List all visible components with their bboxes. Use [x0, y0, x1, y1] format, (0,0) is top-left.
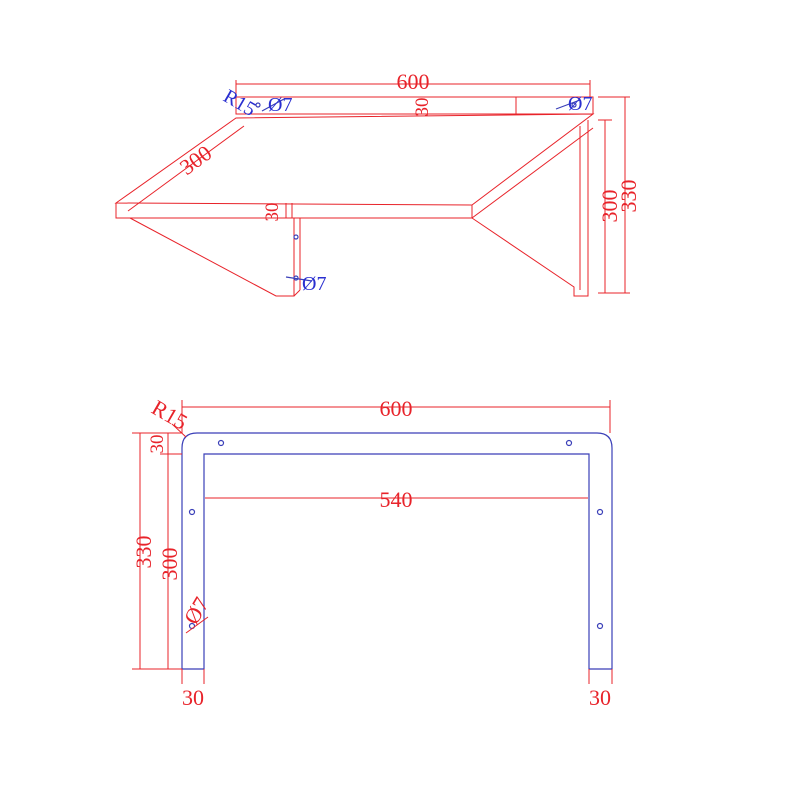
front-bracket-outline — [181, 432, 613, 670]
iso-dim-height-inner: 300 — [597, 190, 622, 223]
left-bracket-foot — [293, 289, 301, 297]
iso-dim-flange: 30 — [412, 98, 433, 117]
iso-radius-label: R15 — [220, 85, 260, 121]
front-dim-height-outer: 330 — [131, 536, 156, 569]
front-dim-leg-left: 30 — [182, 685, 204, 710]
front-dim-top-bar: 30 — [147, 435, 168, 454]
left-bracket — [129, 217, 295, 297]
front-radius-label: R15 — [148, 395, 192, 435]
isometric-view: 600 30 30 300 R15 Ø7 Ø7 Ø7 300 330 — [114, 69, 641, 297]
back-flange — [235, 96, 594, 115]
front-hole-right-upper — [596, 508, 604, 516]
dim-line-depth — [127, 125, 245, 212]
front-hole-top-right — [565, 439, 573, 447]
front-view: 600 540 R15 30 330 300 Ø7 30 30 — [131, 395, 613, 710]
front-hole-right-lower — [596, 622, 604, 630]
front-dim-height-inner: 300 — [157, 548, 182, 581]
iso-dim-depth: 300 — [175, 140, 216, 180]
leader-right — [555, 99, 581, 110]
front-dim-inner-span: 540 — [380, 487, 413, 512]
hole-back-left — [255, 102, 261, 108]
leader-left — [261, 98, 285, 112]
front-hole-label: Ø7 — [179, 593, 214, 629]
front-dim-length: 600 — [380, 396, 413, 421]
hole-leg-top — [293, 234, 299, 240]
front-hole-leader — [185, 616, 209, 634]
iso-hole-label-left: Ø7 — [268, 94, 292, 116]
front-radius-leader — [171, 423, 187, 438]
shelf-right-edge — [471, 127, 594, 219]
front-hole-left-upper — [188, 508, 196, 516]
iso-dim-flange-front: 30 — [262, 203, 283, 222]
shelf-front-edge — [115, 203, 473, 219]
hole-back-right — [571, 102, 577, 108]
iso-hole-label-right: Ø7 — [568, 93, 592, 115]
iso-dim-length: 600 — [397, 69, 430, 94]
front-dim-leg-right: 30 — [589, 685, 611, 710]
iso-hole-label-leg: Ø7 — [302, 273, 326, 295]
front-hole-top-left — [217, 439, 225, 447]
iso-dim-height-outer: 330 — [616, 180, 641, 213]
right-bracket — [471, 120, 589, 297]
leader-leg — [285, 276, 313, 282]
